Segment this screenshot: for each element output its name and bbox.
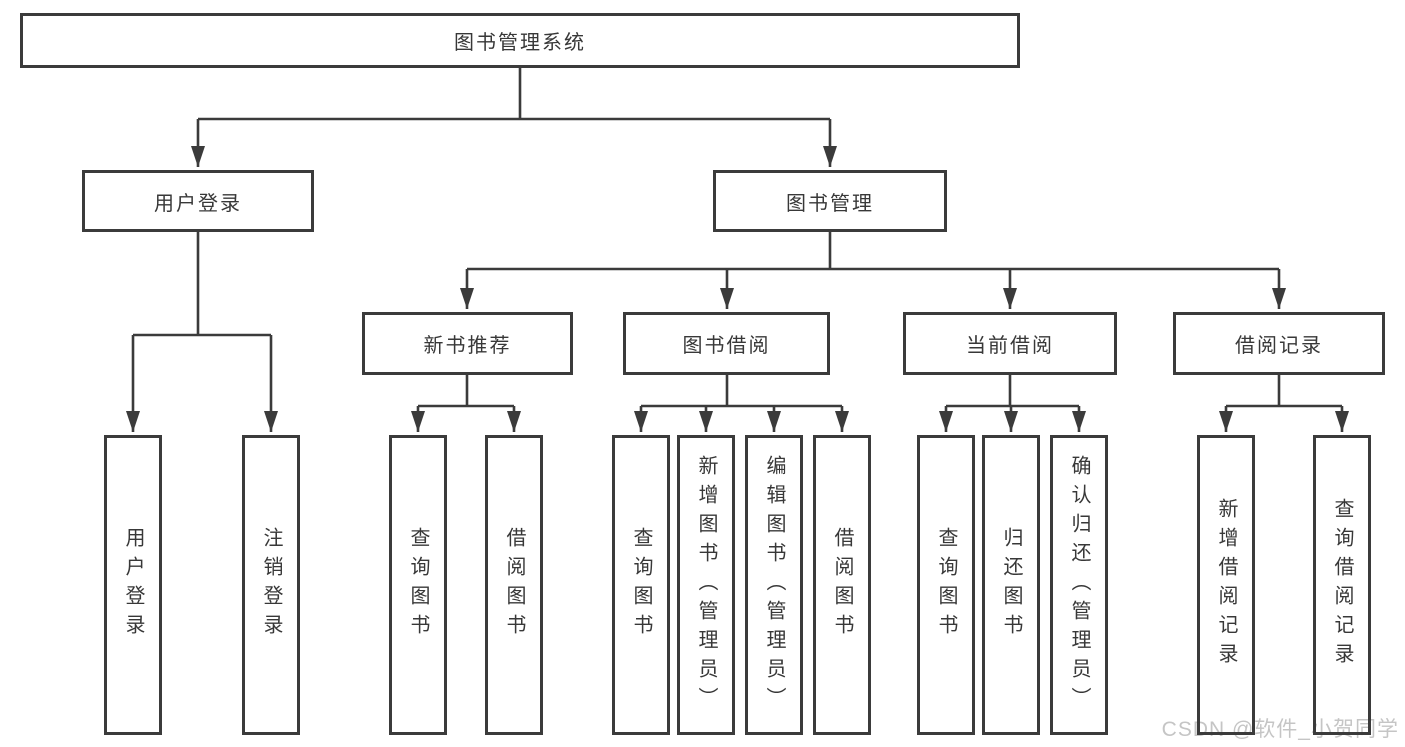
node-label: 新增借阅记录 (1215, 498, 1237, 672)
node-label: 用户登录 (154, 192, 242, 215)
leaf-add-borrow-record: 新增借阅记录 (1197, 435, 1255, 735)
node-label: 图书管理 (786, 192, 874, 215)
node-label: 编辑图书（管理员） (763, 454, 785, 716)
leaf-logout: 注销登录 (242, 435, 300, 735)
leaf-query-borrow-record: 查询借阅记录 (1313, 435, 1371, 735)
node-borrowing-records: 借阅记录 (1173, 312, 1385, 375)
node-label: 查询图书 (935, 527, 957, 643)
node-label: 借阅记录 (1235, 335, 1323, 357)
leaf-borrow-books: 借阅图书 (485, 435, 543, 735)
node-label: 查询借阅记录 (1331, 498, 1353, 672)
node-current-borrowing: 当前借阅 (903, 312, 1117, 375)
node-label: 借阅图书 (503, 527, 525, 643)
node-label: 确认归还（管理员） (1068, 454, 1090, 716)
node-book-management: 图书管理 (713, 170, 947, 232)
node-label: 新书推荐 (423, 335, 512, 357)
leaf-query-books-3: 查询图书 (917, 435, 975, 735)
node-library-system: 图书管理系统 (20, 13, 1020, 68)
node-label: 注销登录 (260, 527, 282, 643)
leaf-confirm-return-admin: 确认归还（管理员） (1050, 435, 1108, 735)
leaf-edit-books-admin: 编辑图书（管理员） (745, 435, 803, 735)
leaf-query-books-2: 查询图书 (612, 435, 670, 735)
node-label: 图书借阅 (682, 335, 771, 357)
node-new-book-recommend: 新书推荐 (362, 312, 573, 375)
csdn-watermark: CSDN @软件_小贺同学 (1161, 718, 1399, 741)
node-user-login: 用户登录 (82, 170, 314, 232)
leaf-return-books: 归还图书 (982, 435, 1040, 735)
node-label: 用户登录 (122, 527, 144, 643)
node-book-borrowing: 图书借阅 (623, 312, 830, 375)
leaf-add-books-admin: 新增图书（管理员） (677, 435, 735, 735)
node-label: 归还图书 (1000, 527, 1022, 643)
node-label: 查询图书 (630, 527, 652, 643)
node-label: 新增图书（管理员） (695, 454, 717, 716)
leaf-query-books: 查询图书 (389, 435, 447, 735)
leaf-borrow-books-2: 借阅图书 (813, 435, 871, 735)
node-label: 图书管理系统 (454, 32, 586, 54)
node-label: 借阅图书 (831, 527, 853, 643)
node-label: 当前借阅 (966, 335, 1054, 357)
leaf-user-login: 用户登录 (104, 435, 162, 735)
node-label: 查询图书 (407, 527, 429, 643)
